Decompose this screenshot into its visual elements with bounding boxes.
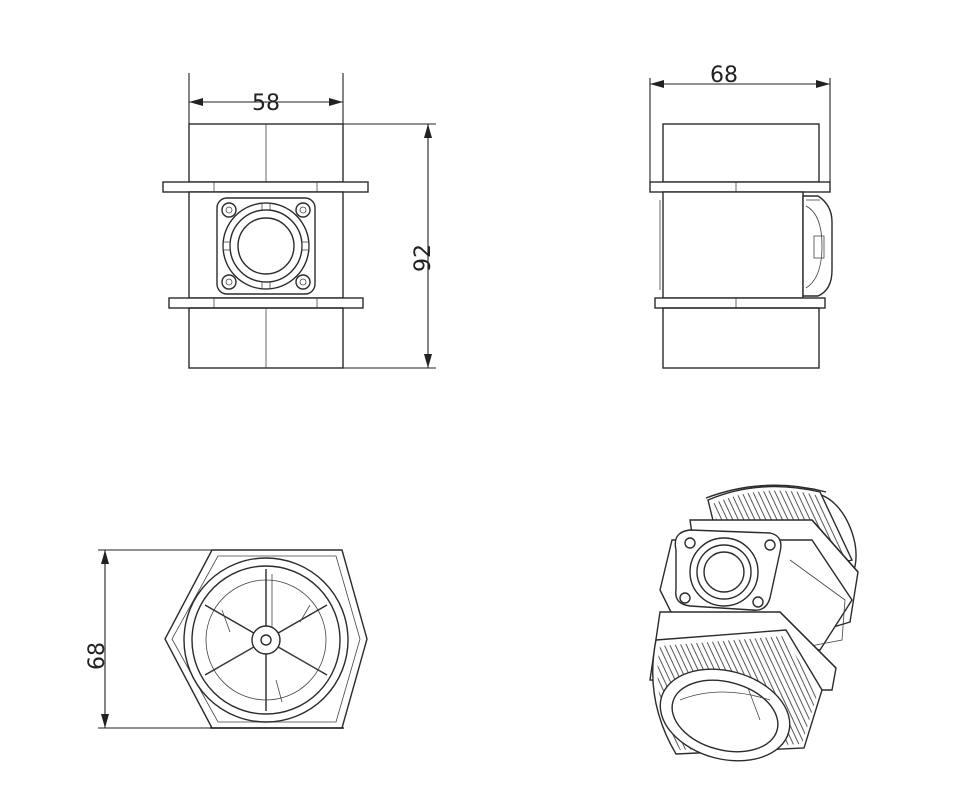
side-upper-thread <box>662 123 820 183</box>
outer-ring <box>183 557 349 723</box>
bottom-height-label: 68 <box>85 642 110 670</box>
bottom-view <box>164 549 368 729</box>
side-upper-flange <box>649 181 831 193</box>
front-view <box>162 123 369 369</box>
iso-sensor-plate <box>674 529 782 611</box>
front-lower-flange <box>168 297 364 309</box>
front-height-label: 92 <box>411 244 436 272</box>
side-view <box>649 123 833 369</box>
isometric-view <box>649 484 859 762</box>
front-height-dimension: 92 <box>343 123 436 369</box>
impeller-hub <box>251 625 281 655</box>
side-width-dimension: 68 <box>649 63 831 182</box>
side-lower-flange <box>654 297 826 309</box>
bottom-height-dimension: 68 <box>85 549 212 729</box>
front-upper-flange <box>162 181 369 193</box>
front-width-dimension: 58 <box>188 73 344 124</box>
side-sensor-housing <box>802 195 833 297</box>
side-body <box>662 191 804 299</box>
side-lower-thread <box>662 307 820 369</box>
front-sensor-plate <box>216 197 316 295</box>
side-width-label: 68 <box>710 63 738 88</box>
front-width-label: 58 <box>252 91 280 116</box>
